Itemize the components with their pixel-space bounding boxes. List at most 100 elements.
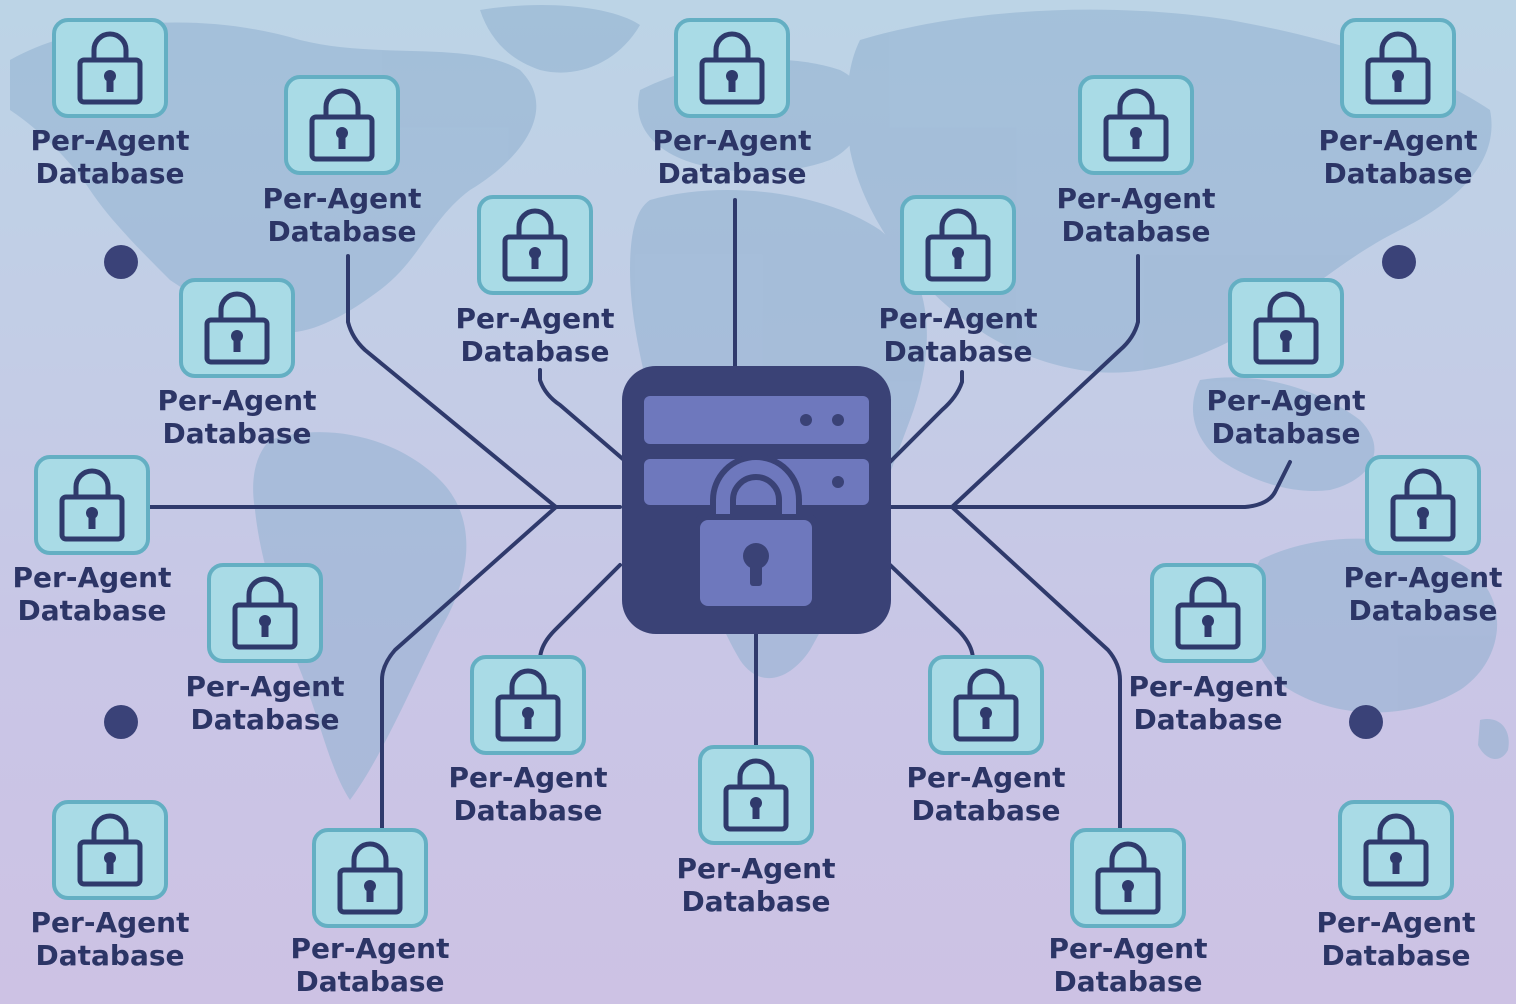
- node-label-line2: Database: [1133, 703, 1282, 736]
- connector-line: [346, 254, 558, 509]
- padlock-keyhole-slot: [1204, 623, 1212, 637]
- padlock-body: [1103, 114, 1169, 162]
- padlock-icon: [77, 31, 143, 105]
- hub-keyhole-slot: [750, 560, 762, 586]
- node-label-line2: Database: [35, 157, 184, 190]
- padlock-keyhole-slot: [366, 888, 374, 902]
- padlock-shackle: [323, 88, 361, 119]
- node-label-line2: Database: [162, 417, 311, 450]
- per-agent-database-nodes: Per-AgentDatabasePer-AgentDatabasePer-Ag…: [13, 18, 1503, 998]
- padlock-shackle: [1267, 291, 1305, 322]
- connector-line: [538, 368, 626, 462]
- padlock-shackle: [509, 668, 547, 699]
- node-label-line2: Database: [657, 157, 806, 190]
- padlock-shackle: [1117, 88, 1155, 119]
- node-label-line1: Per-Agent: [31, 906, 190, 939]
- padlock-body: [1095, 867, 1161, 915]
- padlock-shackle: [967, 668, 1005, 699]
- padlock-keyhole-slot: [1124, 888, 1132, 902]
- node-label-line2: Database: [911, 794, 1060, 827]
- decorative-dots: [104, 245, 1416, 739]
- padlock-shackle: [713, 31, 751, 62]
- padlock-body: [309, 114, 375, 162]
- map-south-america: [253, 432, 467, 800]
- node-label-line1: Per-Agent: [13, 561, 172, 594]
- padlock-icon: [1095, 841, 1161, 915]
- padlock-shackle: [246, 576, 284, 607]
- padlock-keyhole-slot: [106, 78, 114, 92]
- node-label-line2: Database: [190, 703, 339, 736]
- node-label-line1: Per-Agent: [291, 932, 450, 965]
- padlock-keyhole-slot: [233, 338, 241, 352]
- node-label-line1: Per-Agent: [1129, 670, 1288, 703]
- padlock-shackle: [1109, 841, 1147, 872]
- node-label-line1: Per-Agent: [449, 761, 608, 794]
- padlock-icon: [699, 31, 765, 105]
- padlock-icon: [1253, 291, 1319, 365]
- connector-line: [888, 370, 964, 464]
- map-australia: [1247, 538, 1498, 713]
- node-label-line2: Database: [1323, 157, 1472, 190]
- node-label-line2: Database: [453, 794, 602, 827]
- padlock-icon: [232, 576, 298, 650]
- node-label-line1: Per-Agent: [653, 124, 812, 157]
- location-dot: [1382, 245, 1416, 279]
- padlock-body: [1175, 602, 1241, 650]
- padlock-icon: [953, 668, 1019, 742]
- padlock-shackle: [91, 813, 129, 844]
- padlock-icon: [1365, 31, 1431, 105]
- node-label-line2: Database: [1321, 939, 1470, 972]
- connector-line: [380, 505, 558, 830]
- connector-line: [950, 254, 1140, 509]
- node-label-line1: Per-Agent: [186, 670, 345, 703]
- padlock-icon: [723, 758, 789, 832]
- padlock-shackle: [516, 208, 554, 239]
- map-new-zealand: [1478, 719, 1509, 760]
- padlock-keyhole-slot: [106, 860, 114, 874]
- location-dot: [104, 245, 138, 279]
- padlock-keyhole-slot: [752, 805, 760, 819]
- node-label-line1: Per-Agent: [1317, 906, 1476, 939]
- node-label-line2: Database: [295, 965, 444, 998]
- connector-line: [538, 563, 622, 662]
- node-label-line1: Per-Agent: [1319, 124, 1478, 157]
- node-label-line2: Database: [35, 939, 184, 972]
- location-dot: [104, 705, 138, 739]
- node-label-line1: Per-Agent: [1057, 182, 1216, 215]
- padlock-shackle: [218, 291, 256, 322]
- node-label-line1: Per-Agent: [677, 852, 836, 885]
- padlock-shackle: [1189, 576, 1227, 607]
- padlock-shackle: [939, 208, 977, 239]
- node-label-line1: Per-Agent: [1344, 561, 1503, 594]
- server-led-icon: [800, 414, 812, 426]
- padlock-keyhole-slot: [261, 623, 269, 637]
- padlock-keyhole-slot: [728, 78, 736, 92]
- padlock-body: [232, 602, 298, 650]
- padlock-shackle: [737, 758, 775, 789]
- padlock-keyhole-slot: [1394, 78, 1402, 92]
- padlock-shackle: [1379, 31, 1417, 62]
- node-label-line2: Database: [1348, 594, 1497, 627]
- padlock-body: [77, 57, 143, 105]
- node-label-line1: Per-Agent: [879, 302, 1038, 335]
- node-label-line2: Database: [17, 594, 166, 627]
- node-label-line2: Database: [1061, 215, 1210, 248]
- padlock-icon: [59, 468, 125, 542]
- padlock-keyhole-slot: [982, 715, 990, 729]
- map-southeast-asia: [1192, 377, 1375, 491]
- padlock-keyhole-slot: [338, 135, 346, 149]
